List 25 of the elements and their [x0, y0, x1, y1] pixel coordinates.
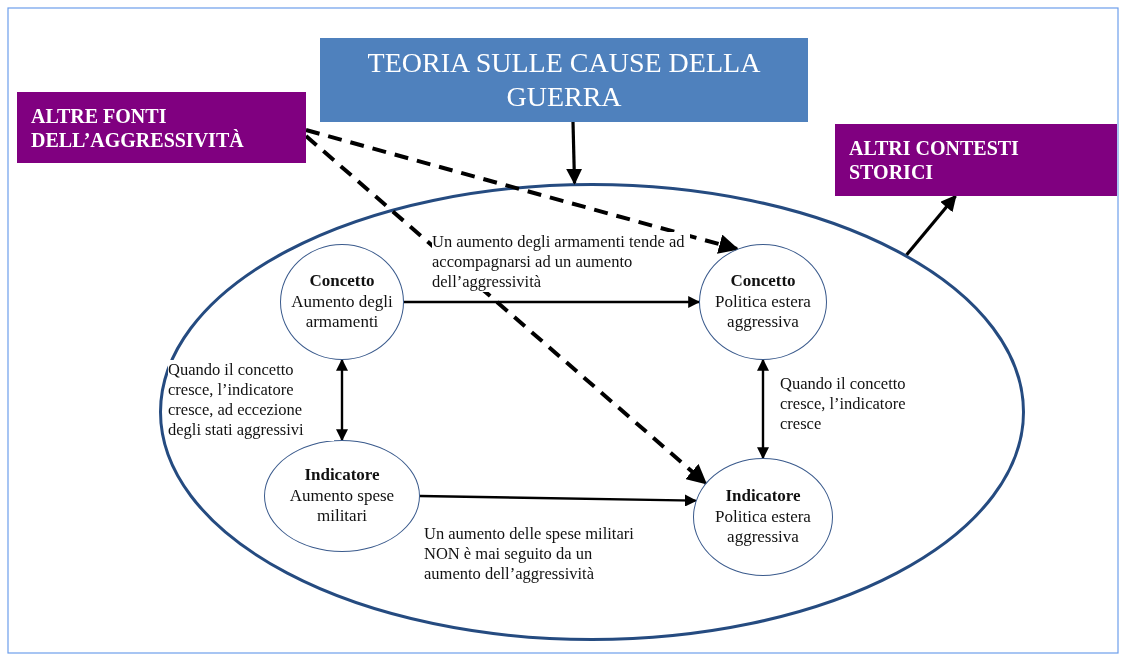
- box-title: ALTRI CONTESTI STORICI: [849, 136, 1020, 184]
- arrow: [336, 358, 348, 442]
- edge-label: Un aumento delle spese militari NON è mai seguito da un aumento dell’aggressività: [424, 524, 634, 585]
- context-box: [835, 124, 1117, 196]
- arrow: [420, 494, 697, 507]
- source-box: [17, 92, 306, 163]
- circle-text: Aumento spese militari: [288, 485, 396, 527]
- circle-text: Politica estera aggressiva: [714, 506, 812, 548]
- dashed-arrow: [304, 134, 708, 485]
- arrow: [757, 358, 769, 460]
- edge-label: Un aumento degli armamenti tende ad accompagnarsi ad un aumento dell’aggressività: [432, 232, 690, 293]
- arrow: [905, 194, 957, 256]
- circle-heading: Concetto: [730, 271, 796, 292]
- arrow: [404, 296, 701, 308]
- circle-heading: Concetto: [309, 271, 375, 292]
- circle-text: Aumento degli armamenti: [290, 291, 394, 333]
- box-title: ALTRE FONTI DELL’AGGRESSIVITÀ: [31, 103, 245, 152]
- circle-heading: Indicatore: [304, 465, 380, 486]
- circle-heading: Indicatore: [725, 486, 801, 507]
- arrow: [566, 121, 583, 185]
- title-box: [320, 38, 808, 122]
- dashed-arrow: [305, 128, 739, 254]
- edge-label: Quando il concetto cresce, l’indicatore cresce, ad eccezione degli stati aggressivi: [168, 360, 334, 441]
- box-title: TEORIA SULLE CAUSE DELLA GUERRA: [366, 46, 762, 114]
- circle-text: Politica estera aggressiva: [714, 291, 812, 333]
